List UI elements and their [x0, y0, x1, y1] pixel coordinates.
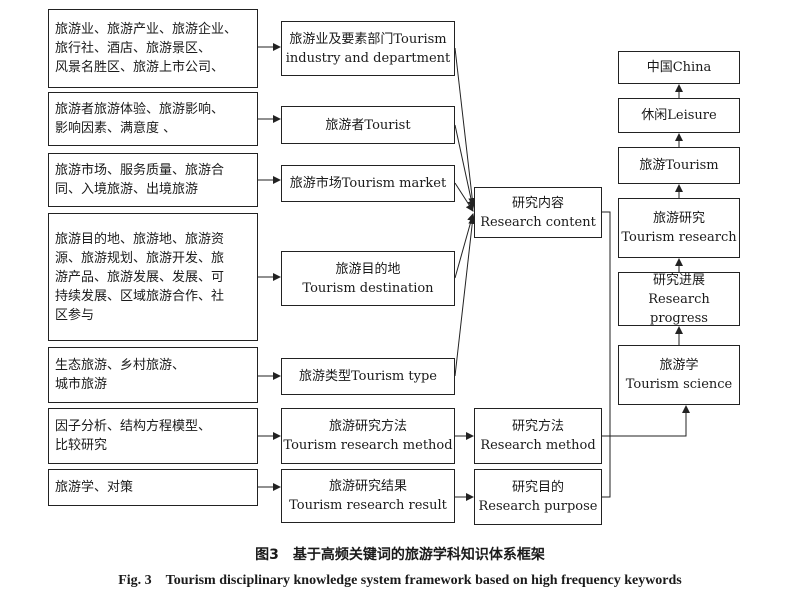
hierarchy-box-line: 休闲Leisure: [641, 108, 717, 123]
category-box-line: Tourism research method: [283, 438, 453, 453]
keyword-group-box-line: 旅游市场、服务质量、旅游合: [55, 163, 225, 178]
category-box: 旅游者Tourist: [281, 106, 455, 144]
keyword-group-box: 旅游学、对策: [48, 469, 258, 506]
category-box: 旅游研究结果 Tourism research result: [281, 469, 455, 523]
hierarchy-box-line: 旅游学: [659, 358, 699, 373]
research-purpose-box-line: Research purpose: [478, 499, 598, 514]
keyword-group-box-line: 区参与: [55, 307, 95, 323]
research-method-box-line: Research method: [480, 438, 596, 453]
keyword-group-box: 旅游目的地、旅游地、旅游资源、旅游规划、旅游开发、旅游产品、旅游发展、发展、可持…: [48, 213, 258, 341]
connector-arrow: [454, 182, 474, 212]
hierarchy-box-line: 旅游研究: [652, 211, 705, 226]
keyword-group-box: 生态旅游、乡村旅游、城市旅游: [48, 347, 258, 403]
keyword-group-box: 旅游市场、服务质量、旅游合同、入境旅游、出境旅游: [48, 153, 258, 207]
hierarchy-box: 中国China: [618, 51, 740, 84]
category-box-line: 旅游目的地: [335, 261, 401, 277]
category-box: 旅游类型Tourism type: [281, 358, 455, 395]
category-box: 旅游研究方法 Tourism research method: [281, 408, 455, 464]
hierarchy-box-line: 中国China: [646, 60, 712, 75]
hierarchy-box-line: Research progress: [648, 291, 710, 326]
connector-arrow: [454, 47, 477, 206]
category-box-line: 旅游市场Tourism market: [289, 176, 447, 191]
category-box-line: 旅游者Tourist: [325, 117, 411, 133]
hierarchy-box-line: Tourism research: [621, 230, 737, 245]
keyword-group-box-line: 旅游学、对策: [55, 480, 134, 495]
keyword-group-box-line: 同、入境旅游、出境旅游: [55, 182, 199, 197]
category-box-line: 旅游研究结果: [328, 479, 407, 494]
keyword-group-box-line: 源、旅游规划、旅游开发、旅: [55, 250, 225, 266]
hierarchy-box: 旅游学 Tourism science: [618, 345, 740, 405]
research-purpose-box-line: 研究目的: [511, 480, 564, 495]
keyword-group-box-line: 风景名胜区、旅游上市公司、: [55, 60, 225, 75]
connector-arrow: [602, 405, 690, 437]
keyword-group-box-line: 城市旅游: [55, 377, 108, 392]
hierarchy-box-line: Tourism science: [625, 377, 733, 392]
hierarchy-box: 研究进展 Research progress: [618, 272, 740, 326]
hierarchy-box-line: 研究进展: [652, 272, 705, 288]
keyword-group-box: 因子分析、结构方程模型、比较研究: [48, 408, 258, 464]
connector-arrow: [454, 213, 475, 279]
keyword-group-box-line: 旅游目的地、旅游地、旅游资: [55, 231, 225, 247]
hierarchy-box-line: 旅游Tourism: [639, 158, 719, 173]
category-box: 旅游业及要素部门Tourism industry and department: [281, 21, 455, 76]
category-box-line: 旅游类型Tourism type: [299, 369, 437, 384]
category-box-line: Tourism research result: [289, 498, 447, 513]
figure-caption-cn: 图3 基于高频关键词的旅游学科知识体系框架: [255, 547, 545, 563]
keyword-group-box: 旅游者旅游体验、旅游影响、影响因素、满意度 、: [48, 92, 258, 146]
research-content-box: 研究内容 Research content: [474, 187, 602, 238]
category-box-line: 旅游业及要素部门Tourism: [289, 31, 447, 47]
connector-arrow: [602, 211, 611, 498]
keyword-group-box-line: 因子分析、结构方程模型、: [55, 419, 212, 434]
category-box-line: industry and department: [285, 50, 451, 66]
figure-caption-en: Fig. 3 Tourism disciplinary knowledge sy…: [118, 573, 682, 588]
category-box: 旅游市场Tourism market: [281, 165, 455, 202]
category-box: 旅游目的地 Tourism destination: [281, 251, 455, 306]
connector-arrow: [454, 216, 477, 377]
research-content-box-line: Research content: [480, 214, 596, 230]
category-box-line: 旅游研究方法: [328, 419, 407, 434]
hierarchy-box: 旅游研究 Tourism research: [618, 198, 740, 258]
keyword-group-box-line: 游产品、旅游发展、发展、可: [55, 269, 225, 285]
keyword-group-box: 旅游业、旅游产业、旅游企业、旅行社、酒店、旅游景区、风景名胜区、旅游上市公司、: [48, 9, 258, 88]
hierarchy-box: 休闲Leisure: [618, 98, 740, 133]
keyword-group-box-line: 旅游业、旅游产业、旅游企业、: [55, 22, 238, 37]
keyword-group-box-line: 旅行社、酒店、旅游景区、: [55, 41, 212, 56]
research-method-box-line: 研究方法: [511, 419, 564, 434]
keyword-group-box-line: 影响因素、满意度 、: [55, 121, 177, 136]
keyword-group-box-line: 生态旅游、乡村旅游、: [55, 358, 186, 373]
keyword-group-box-line: 旅游者旅游体验、旅游影响、: [55, 102, 225, 117]
hierarchy-box: 旅游Tourism: [618, 147, 740, 184]
connector-arrow: [454, 124, 476, 209]
research-content-box-line: 研究内容: [511, 195, 564, 211]
research-method-box: 研究方法 Research method: [474, 408, 602, 464]
keyword-group-box-line: 比较研究: [55, 438, 108, 453]
category-box-line: Tourism destination: [302, 280, 434, 296]
research-purpose-box: 研究目的 Research purpose: [474, 469, 602, 525]
keyword-group-box-line: 持续发展、区域旅游合作、社: [55, 288, 225, 304]
